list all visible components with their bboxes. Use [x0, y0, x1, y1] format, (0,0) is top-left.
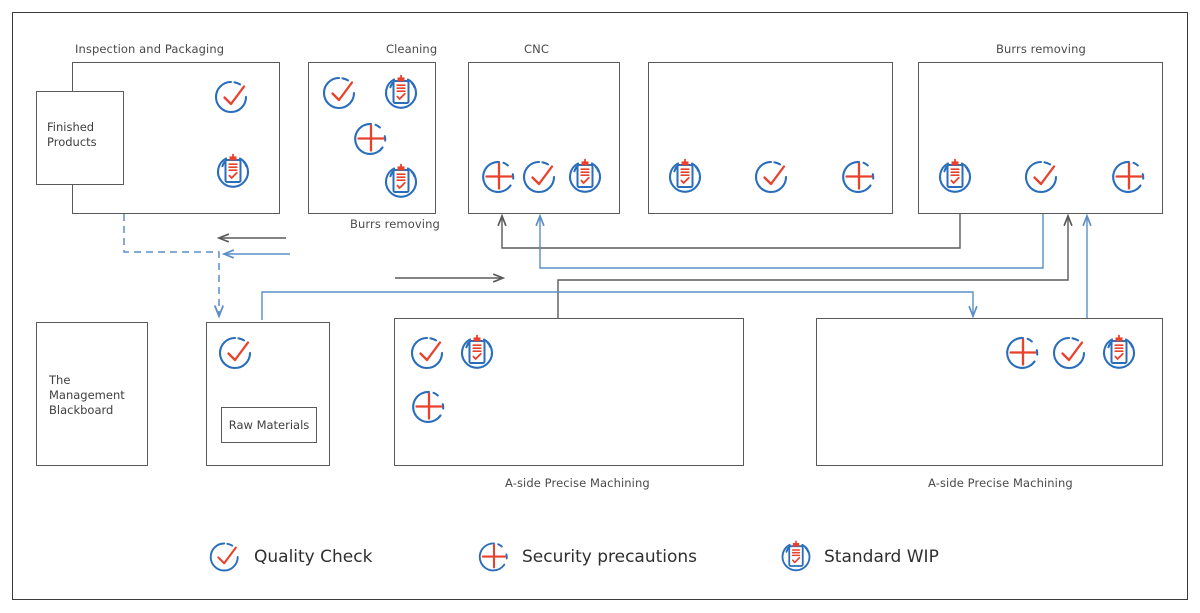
box-management-blackboard[interactable]: The Management Blackboard — [36, 322, 148, 466]
standard-wip-icon — [213, 152, 253, 192]
legend-item-standard-wip: Standard WIP — [778, 539, 939, 575]
legend-label-standard-wip: Standard WIP — [824, 547, 939, 567]
box-finished-products[interactable]: Finished Products — [36, 91, 124, 185]
caption-burrs-removing-top: Burrs removing — [996, 42, 1086, 56]
standard-wip-icon — [1099, 333, 1139, 373]
security-precautions-icon — [839, 157, 879, 197]
standard-wip-icon — [457, 333, 497, 373]
legend-item-security-precautions: Security precautions — [476, 539, 697, 575]
caption-cnc: CNC — [524, 42, 549, 56]
cell-cnc-1[interactable] — [468, 62, 620, 214]
caption-a-side-right: A-side Precise Machining — [928, 476, 1073, 490]
quality-check-icon — [213, 77, 253, 117]
quality-check-icon — [1051, 333, 1091, 373]
raw-materials-label: Raw Materials — [228, 418, 310, 432]
standard-wip-icon — [935, 157, 975, 197]
cell-a-side-right[interactable] — [816, 318, 1163, 466]
standard-wip-icon — [778, 539, 814, 575]
management-blackboard-label: The Management Blackboard — [49, 373, 125, 417]
caption-a-side-left: A-side Precise Machining — [505, 476, 650, 490]
legend-label-security-precautions: Security precautions — [522, 547, 698, 567]
legend-label-quality-check: Quality Check — [254, 547, 373, 567]
finished-products-label: Finished Products — [47, 120, 97, 149]
quality-check-icon — [521, 157, 561, 197]
cell-cleaning[interactable] — [308, 62, 436, 214]
standard-wip-icon — [565, 157, 605, 197]
cell-burrs-removing[interactable] — [918, 62, 1163, 214]
standard-wip-icon — [381, 73, 421, 113]
quality-check-icon — [217, 333, 257, 373]
security-precautions-icon — [479, 157, 519, 197]
box-raw-materials[interactable]: Raw Materials — [221, 407, 317, 443]
quality-check-icon — [321, 73, 361, 113]
cell-inspection-packaging[interactable] — [72, 62, 280, 214]
cell-raw-materials[interactable]: Raw Materials — [206, 322, 330, 466]
cell-a-side-left[interactable] — [394, 318, 744, 466]
quality-check-icon — [753, 157, 793, 197]
quality-check-icon — [1023, 157, 1063, 197]
security-precautions-icon — [476, 539, 512, 575]
security-precautions-icon — [1109, 157, 1149, 197]
caption-cleaning: Cleaning — [386, 42, 438, 56]
caption-burrs-removing-mid: Burrs removing — [350, 217, 440, 231]
standard-wip-icon — [381, 162, 421, 202]
quality-check-icon — [409, 333, 449, 373]
quality-check-icon — [208, 539, 244, 575]
diagram-frame — [12, 12, 1188, 600]
standard-wip-icon — [665, 157, 705, 197]
security-precautions-icon — [409, 387, 449, 427]
caption-inspection-packaging: Inspection and Packaging — [75, 42, 225, 56]
legend-item-quality-check: Quality Check — [208, 539, 372, 575]
cell-cnc-2[interactable] — [648, 62, 893, 214]
security-precautions-icon — [1003, 333, 1043, 373]
security-precautions-icon — [351, 119, 391, 159]
